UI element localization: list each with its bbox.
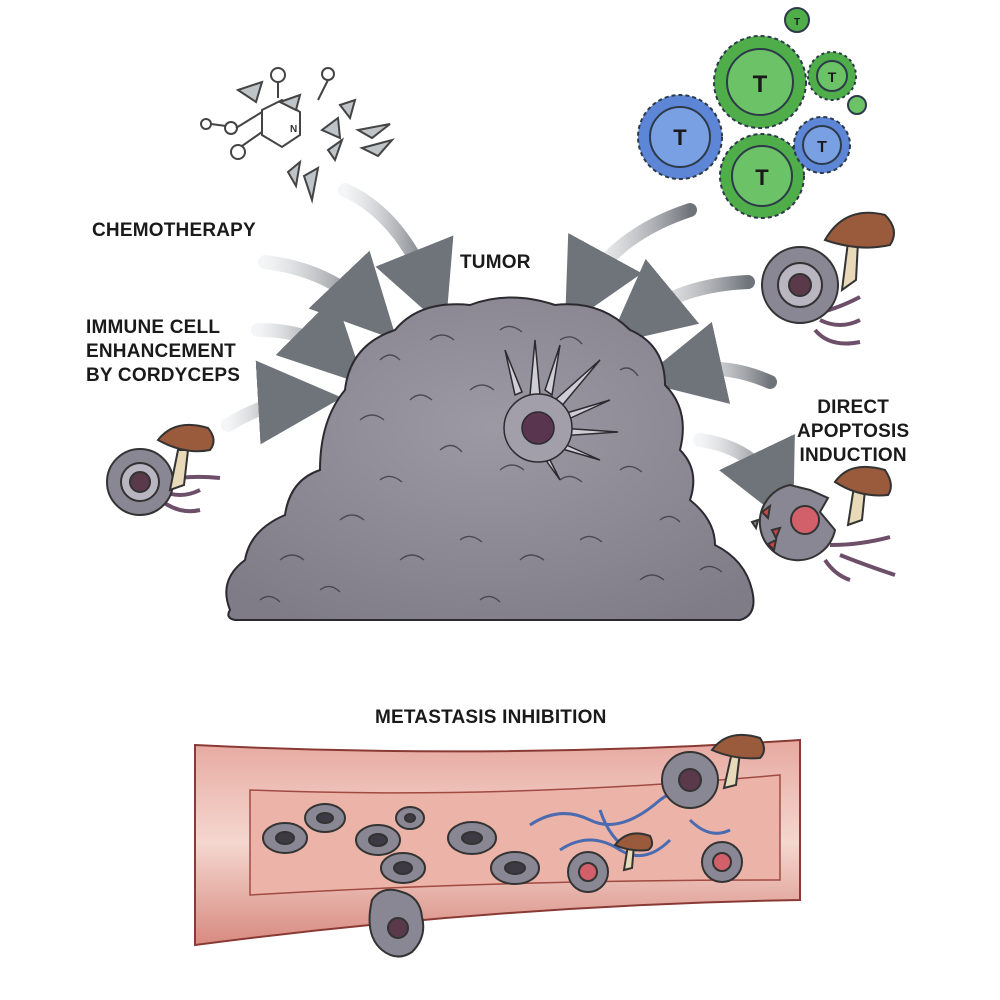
mycelium-network	[529, 778, 731, 858]
cancer-cell-spiked-icon	[503, 339, 619, 481]
t-cell-label: T	[673, 125, 687, 150]
arrow-tcells	[564, 203, 697, 327]
arrow-apoptosis-in	[638, 321, 777, 404]
label-apoptosis-line3: INDUCTION	[799, 445, 907, 466]
arrow-apoptosis-out	[693, 433, 795, 528]
label-apoptosis-line1: DIRECT	[817, 397, 890, 418]
blood-vessel	[194, 734, 801, 958]
cordyceps-cell-icon-left	[106, 424, 221, 516]
label-immune-enhancement: IMMUNE CELL ENHANCEMENT BY CORDYCEPS	[86, 316, 240, 388]
t-cell-label: T	[794, 17, 800, 28]
circulating-cells	[262, 803, 540, 885]
arrow-chemo-2	[258, 250, 397, 341]
extravasating-cell	[368, 888, 425, 958]
label-metastasis-inhibition: METASTASIS INHIBITION	[375, 707, 607, 728]
t-cell-label: T	[817, 139, 827, 156]
tumor-mass	[225, 296, 755, 621]
label-tumor: TUMOR	[460, 252, 531, 273]
label-direct-apoptosis: DIRECT APOPTOSIS INDUCTION	[797, 396, 909, 468]
t-cell-label: T	[753, 71, 768, 98]
arrow-cordyceps-left	[221, 360, 342, 445]
t-cell-blue-small: T	[793, 116, 851, 174]
label-immune-line1: IMMUNE CELL	[86, 317, 221, 338]
label-chemotherapy: CHEMOTHERAPY	[92, 220, 256, 241]
chemotherapy-molecule-icon: N	[200, 67, 395, 204]
t-cell-label: T	[828, 69, 837, 85]
label-immune-line2: ENHANCEMENT	[86, 341, 236, 362]
arrow-chemo-1	[338, 183, 454, 329]
t-cell-green-large: T	[713, 35, 807, 129]
t-cell-green-tiny: T	[784, 7, 810, 33]
apoptotic-cell-icon	[750, 466, 896, 582]
label-apoptosis-line2: APOPTOSIS	[797, 421, 910, 442]
cordyceps-cell-icon-right	[761, 211, 895, 346]
arrows	[221, 183, 795, 528]
label-immune-line3: BY CORDYCEPS	[86, 365, 241, 386]
t-cell-label: T	[755, 165, 769, 190]
cordyceps-cell-on-vessel	[661, 734, 765, 809]
arrow-immune	[251, 295, 365, 385]
t-cell-green-small: T	[807, 51, 857, 101]
t-cell-green-bottom: T	[719, 133, 805, 219]
t-cells-cluster: T T T T T T	[637, 7, 867, 219]
t-cell-blue-large: T	[637, 94, 723, 180]
molecule-atom-label: N	[290, 124, 297, 135]
infected-cells-in-vessel	[567, 832, 743, 893]
arrow-cordyceps-right	[607, 258, 755, 345]
